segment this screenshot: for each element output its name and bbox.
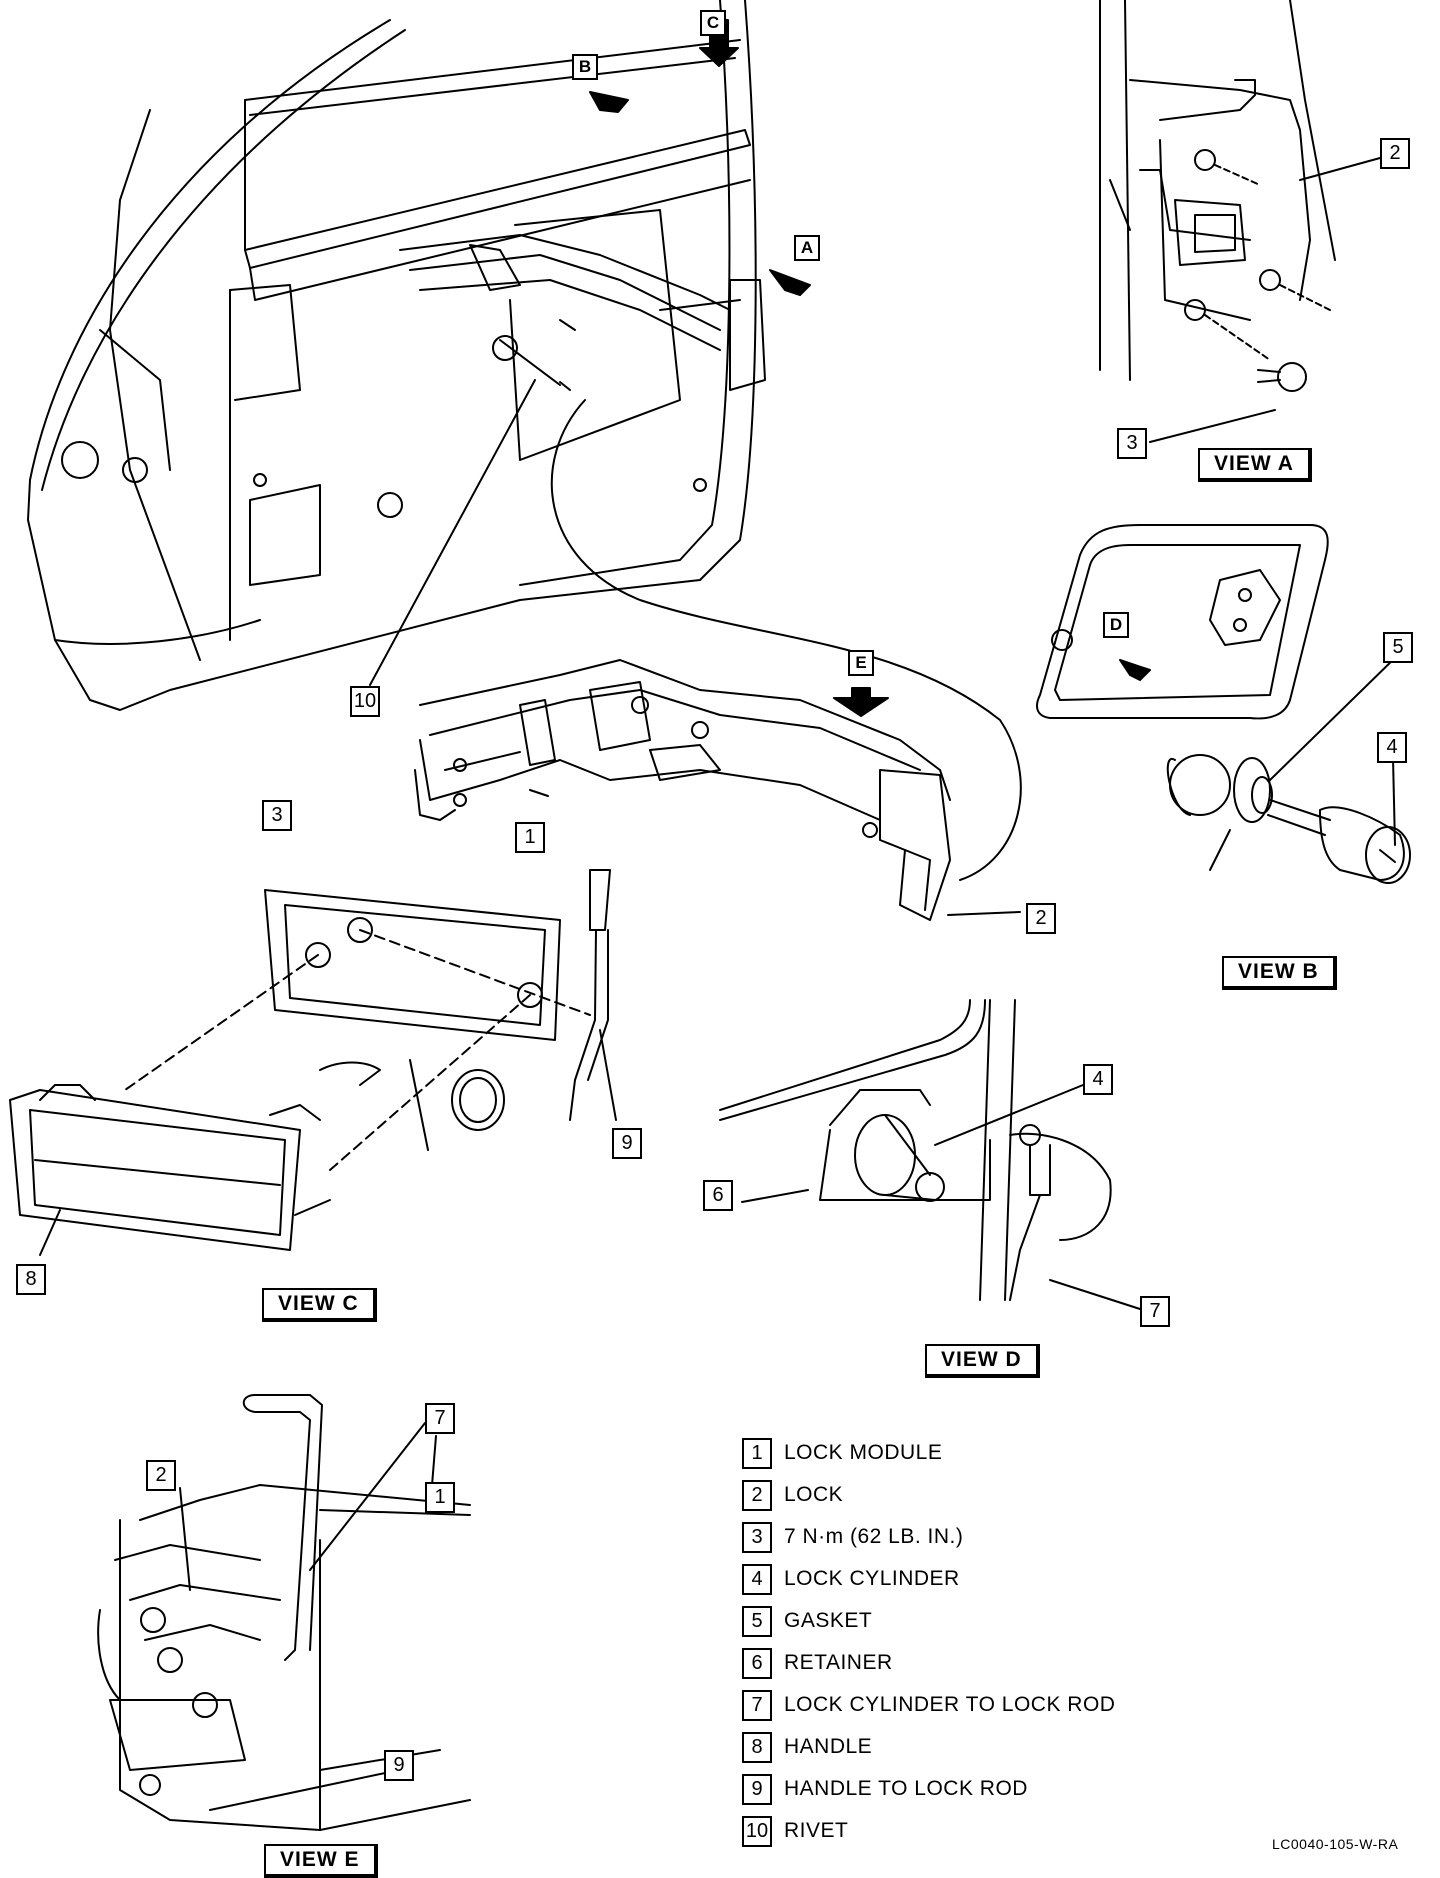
- legend-number: 2: [742, 1479, 772, 1511]
- legend-label: GASKET: [784, 1609, 873, 1632]
- callout-7-view-d: 7: [1140, 1296, 1170, 1327]
- legend-number: 5: [742, 1605, 772, 1637]
- callout-6-view-d: 6: [703, 1180, 733, 1211]
- legend-label: HANDLE TO LOCK ROD: [784, 1777, 1028, 1800]
- callout-2-view-a: 2: [1380, 138, 1410, 169]
- figure-code: LC0040-105-W-RA: [1272, 1836, 1399, 1852]
- view-b-label: VIEW B: [1222, 956, 1337, 990]
- arrow-c-label: C: [700, 10, 726, 36]
- view-d-illustration: [719, 999, 1112, 1301]
- legend-item: 10 RIVET: [742, 1810, 1115, 1852]
- view-a-illustration: [1099, 0, 1336, 392]
- callout-4-view-b: 4: [1377, 732, 1407, 763]
- legend-label: RETAINER: [784, 1651, 893, 1674]
- legend-label: LOCK CYLINDER TO LOCK ROD: [784, 1693, 1116, 1716]
- view-d-label: VIEW D: [925, 1344, 1040, 1378]
- view-e-label: VIEW E: [264, 1844, 378, 1878]
- legend-number: 9: [742, 1773, 772, 1805]
- legend-item: 9 HANDLE TO LOCK ROD: [742, 1768, 1115, 1810]
- arrow-a-label: A: [794, 235, 820, 261]
- legend-label: HANDLE: [784, 1735, 873, 1758]
- lock-module: [414, 659, 951, 921]
- parts-legend: 1 LOCK MODULE 2 LOCK 3 7 N·m (62 LB. IN.…: [742, 1432, 1115, 1852]
- callout-1-view-e: 1: [425, 1482, 455, 1513]
- legend-item: 5 GASKET: [742, 1600, 1115, 1642]
- view-e-illustration: [97, 1394, 471, 1831]
- legend-number: 10: [742, 1815, 772, 1847]
- legend-number: 8: [742, 1731, 772, 1763]
- callout-3-view-c: 3: [262, 800, 292, 831]
- legend-label: LOCK CYLINDER: [784, 1567, 960, 1590]
- arrow-e-label: E: [848, 650, 874, 676]
- legend-number: 7: [742, 1689, 772, 1721]
- legend-item: 7 LOCK CYLINDER TO LOCK ROD: [742, 1684, 1115, 1726]
- callout-2-view-e: 2: [146, 1460, 176, 1491]
- legend-item: 1 LOCK MODULE: [742, 1432, 1115, 1474]
- legend-number: 1: [742, 1437, 772, 1469]
- view-c-illustration: [9, 869, 611, 1251]
- legend-item: 2 LOCK: [742, 1474, 1115, 1516]
- legend-item: 4 LOCK CYLINDER: [742, 1558, 1115, 1600]
- legend-number: 3: [742, 1521, 772, 1553]
- legend-number: 4: [742, 1563, 772, 1595]
- leader-lines: [39, 157, 1399, 1811]
- view-a-label: VIEW A: [1198, 448, 1312, 482]
- legend-label: LOCK: [784, 1483, 844, 1506]
- callout-3-view-a: 3: [1117, 428, 1147, 459]
- callout-9-view-c: 9: [612, 1128, 642, 1159]
- legend-item: 8 HANDLE: [742, 1726, 1115, 1768]
- callout-7-view-e: 7: [425, 1403, 455, 1434]
- legend-item: 3 7 N·m (62 LB. IN.): [742, 1516, 1115, 1558]
- direction-arrows: [589, 19, 1151, 717]
- callout-5-view-b: 5: [1383, 632, 1413, 663]
- callout-9-view-e: 9: [384, 1750, 414, 1781]
- view-c-label: VIEW C: [262, 1288, 377, 1322]
- view-b-illustration: [1036, 524, 1411, 884]
- callout-10-main: 10: [350, 686, 380, 717]
- callout-1-module: 1: [515, 822, 545, 853]
- callout-2-module: 2: [1026, 903, 1056, 934]
- legend-number: 6: [742, 1647, 772, 1679]
- arrow-d-label: D: [1103, 612, 1129, 638]
- legend-label: RIVET: [784, 1819, 849, 1842]
- callout-4-view-d: 4: [1083, 1064, 1113, 1095]
- legend-label: 7 N·m (62 LB. IN.): [784, 1525, 964, 1548]
- arrow-b-label: B: [572, 54, 598, 80]
- door-assembly: [27, 0, 1022, 881]
- legend-label: LOCK MODULE: [784, 1441, 943, 1464]
- legend-item: 6 RETAINER: [742, 1642, 1115, 1684]
- callout-8-view-c: 8: [16, 1264, 46, 1295]
